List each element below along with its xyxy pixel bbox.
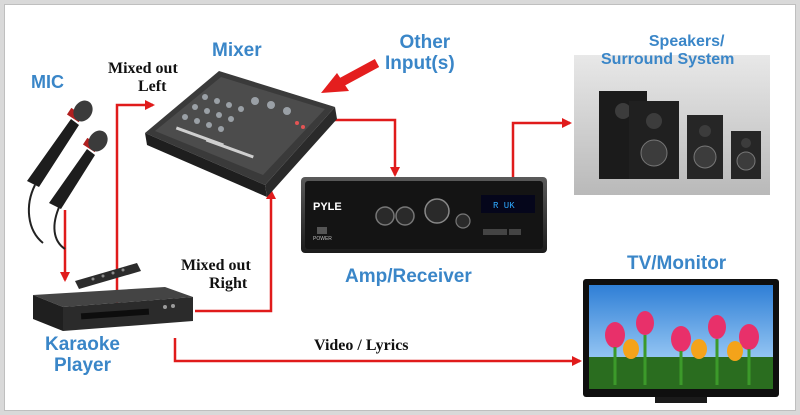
arrow-karaoke-right-to-mixer [195,189,276,313]
speakers-line1: Speakers/ [648,33,725,50]
amplifier-illustration: PYLE POWER R UK [301,177,547,253]
mixed-out-left-label: Mixed out Left [108,60,178,95]
amp-power-label: POWER [313,236,332,242]
mixed-out-left-line2: Left [138,77,167,95]
speakers-illustration [574,55,770,195]
arrow-karaoke-left-to-mixer [115,100,155,305]
karaoke-player-line1: Karaoke [45,334,120,355]
speakers-line2: Surround System [601,50,735,68]
diagram-canvas: PYLE POWER R UK [4,4,796,411]
mixed-out-right-line1: Mixed out [181,257,251,274]
mixer-label: Mixer [212,40,262,61]
tv-monitor-label: TV/Monitor [627,253,727,274]
microphone-illustration [27,100,108,250]
mic-label: MIC [31,72,64,92]
tv-illustration [583,279,779,403]
video-lyrics-label: Video / Lyrics [314,337,409,354]
karaoke-player-illustration [33,263,193,331]
arrow-mixer-to-amp [330,118,400,177]
amp-brand: PYLE [313,201,342,213]
speakers-label: Speakers/ Surround System [601,33,734,68]
arrow-amp-to-speakers [511,118,572,177]
other-input-arrow [321,59,380,93]
other-inputs-label: Other Input(s) [385,32,455,75]
mixed-out-right-line2: Right [209,274,248,292]
connection-arrows [60,100,582,366]
karaoke-player-line2: Player [53,354,112,376]
arrow-karaoke-to-tv [173,338,582,366]
mixed-out-right-label: Mixed out Right [181,257,251,292]
amp-display: R UK [493,201,515,211]
diagram-graphics: PYLE POWER R UK [27,55,779,403]
amp-receiver-label: Amp/Receiver [345,266,472,287]
other-inputs-line1: Other [399,32,451,53]
mixer-illustration [145,71,337,197]
karaoke-player-label: Karaoke Player [45,334,120,377]
mixed-out-left-line1: Mixed out [108,60,178,77]
other-inputs-line2: Input(s) [385,52,455,74]
